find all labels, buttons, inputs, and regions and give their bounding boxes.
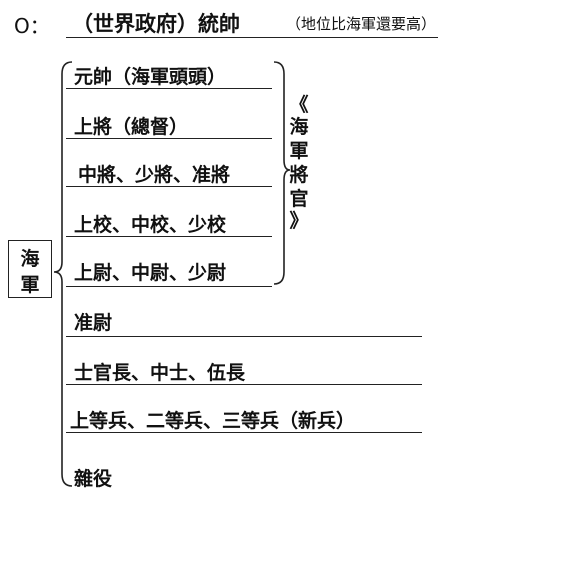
rank-admiral: 上將（總督） [74,116,189,138]
header-underline [66,37,438,38]
outer-brace [53,61,73,487]
rank-nco: 士官長、中士、伍長 [74,362,246,384]
rank-company-officers: 上尉、中尉、少尉 [74,262,227,284]
navy-label-box [8,240,52,298]
rank-enlisted: 上等兵、二等兵、三等兵（新兵） [70,410,356,432]
header-title: （世界政府）統帥 [72,12,240,36]
navy-label-char-2: 軍 [20,274,40,296]
header-marker: O： [14,14,50,38]
header-note: （地位比海軍還要高） [286,15,437,33]
rank-underline [66,138,272,139]
rank-underline [66,186,272,187]
rank-grand-admiral: 元帥（海軍頭頭） [74,66,227,88]
rank-underline [66,88,272,89]
admiral-label-char-4: 官 [289,188,309,210]
admiral-label-char-2: 軍 [289,140,309,162]
rank-chore-boy: 雜役 [74,468,113,490]
admiral-label-char-1: 海 [289,116,309,138]
rank-underline [66,384,422,385]
admiral-label-close-bracket: 》 [289,210,309,232]
admiral-label-char-3: 將 [289,164,309,186]
rank-underline [66,432,422,433]
rank-flag-officers: 中將、少將、准將 [78,164,231,186]
rank-warrant-officer: 准尉 [74,312,113,334]
rank-underline [66,236,272,237]
rank-field-officers: 上校、中校、少校 [74,214,227,236]
navy-label-char-1: 海 [20,248,40,270]
admiral-brace [273,61,291,285]
rank-underline [66,336,422,337]
admiral-label-open-bracket: 《 [289,94,309,116]
rank-underline [66,286,272,287]
